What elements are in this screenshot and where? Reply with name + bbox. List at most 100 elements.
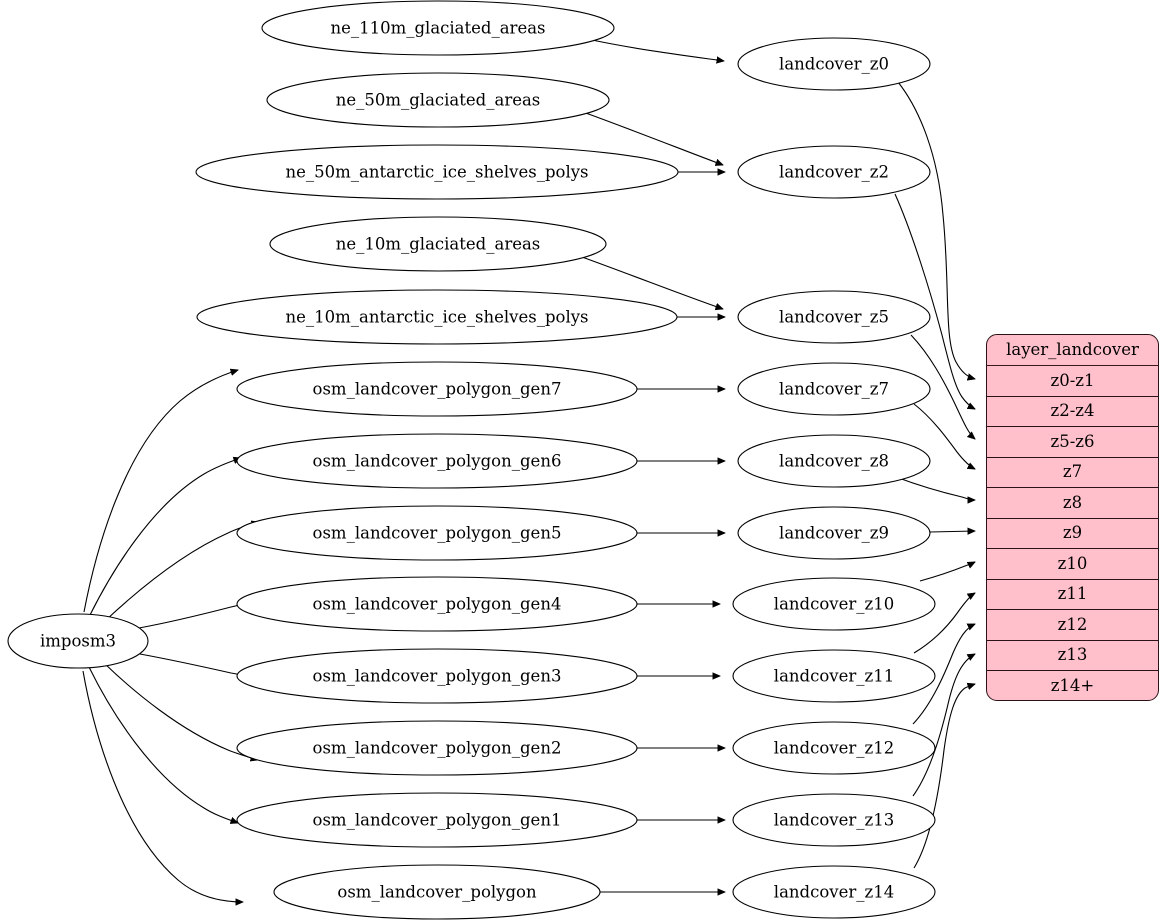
node-landcover-z12-label: landcover_z12 <box>774 739 894 758</box>
edge-ne50glac-z2 <box>582 111 723 165</box>
node-osm-landcover-polygon-gen7-shape[interactable] <box>236 361 638 417</box>
node-osm-landcover-polygon-gen5[interactable]: osm_landcover_polygon_gen5 <box>236 505 638 561</box>
node-landcover-z9[interactable]: landcover_z9 <box>737 506 931 560</box>
node-ne-10m-glaciated-areas-shape[interactable] <box>269 216 607 272</box>
edge-group-osm-landcover <box>600 389 725 892</box>
record-row-z2-z4[interactable]: z2-z4 <box>987 397 1158 427</box>
record-row-z0-z1[interactable]: z0-z1 <box>987 366 1158 397</box>
edge-imposm3-polygon <box>82 670 243 902</box>
record-row-z9[interactable]: z9 <box>987 519 1158 549</box>
node-ne-50m-glaciated-areas[interactable]: ne_50m_glaciated_areas <box>266 72 610 128</box>
node-landcover-z5-shape[interactable] <box>737 290 931 344</box>
node-osm-landcover-polygon-gen2-shape[interactable] <box>236 720 638 776</box>
node-imposm3-label: imposm3 <box>40 632 116 651</box>
node-ne-10m-antarctic-ice-shelves-polys-label: ne_10m_antarctic_ice_shelves_polys <box>285 308 588 327</box>
node-landcover-z13-label: landcover_z13 <box>774 811 894 830</box>
node-ne-50m-glaciated-areas-label: ne_50m_glaciated_areas <box>336 91 541 110</box>
node-osm-landcover-polygon-gen5-shape[interactable] <box>236 505 638 561</box>
node-landcover-z7[interactable]: landcover_z7 <box>737 362 931 416</box>
node-landcover-z12-shape[interactable] <box>732 721 936 775</box>
node-landcover-z9-shape[interactable] <box>737 506 931 560</box>
node-ne-50m-antarctic-ice-shelves-polys-label: ne_50m_antarctic_ice_shelves_polys <box>285 163 588 182</box>
edge-z9-row-z9 <box>929 531 975 532</box>
record-row-z11[interactable]: z11 <box>987 580 1158 610</box>
node-imposm3-shape[interactable] <box>7 613 149 669</box>
node-osm-landcover-polygon[interactable]: osm_landcover_polygon <box>273 864 601 920</box>
node-landcover-z13[interactable]: landcover_z13 <box>732 793 936 847</box>
node-osm-landcover-polygon-gen6-label: osm_landcover_polygon_gen6 <box>313 452 562 471</box>
node-landcover-z10-label: landcover_z10 <box>774 595 894 614</box>
node-osm-landcover-polygon-gen3[interactable]: osm_landcover_polygon_gen3 <box>236 648 638 704</box>
edge-z5-row-z5z6 <box>910 334 975 439</box>
node-landcover-z0-label: landcover_z0 <box>779 55 889 74</box>
node-landcover-z2[interactable]: landcover_z2 <box>737 145 931 199</box>
node-landcover-z12[interactable]: landcover_z12 <box>732 721 936 775</box>
record-row-z7[interactable]: z7 <box>987 458 1158 488</box>
node-ne-10m-glaciated-areas[interactable]: ne_10m_glaciated_areas <box>269 216 607 272</box>
node-landcover-z9-label: landcover_z9 <box>779 524 889 543</box>
layer-landcover-record[interactable]: layer_landcover z0-z1 z2-z4 z5-z6 z7 z8 … <box>986 334 1159 701</box>
node-osm-landcover-polygon-gen3-label: osm_landcover_polygon_gen3 <box>313 667 562 686</box>
node-osm-landcover-polygon-gen1-shape[interactable] <box>236 792 638 848</box>
node-osm-landcover-polygon-gen4-shape[interactable] <box>236 576 638 632</box>
node-ne-10m-antarctic-ice-shelves-polys-shape[interactable] <box>196 289 678 345</box>
node-landcover-z7-shape[interactable] <box>737 362 931 416</box>
node-landcover-z14[interactable]: landcover_z14 <box>732 865 936 919</box>
record-row-z13[interactable]: z13 <box>987 641 1158 671</box>
node-osm-landcover-polygon-label: osm_landcover_polygon <box>337 883 537 902</box>
record-header: layer_landcover <box>987 335 1158 366</box>
edge-z13-row-z13 <box>912 654 975 797</box>
node-landcover-z5[interactable]: landcover_z5 <box>737 290 931 344</box>
node-ne-10m-antarctic-ice-shelves-polys[interactable]: ne_10m_antarctic_ice_shelves_polys <box>196 289 678 345</box>
node-landcover-z13-shape[interactable] <box>732 793 936 847</box>
node-landcover-z11-shape[interactable] <box>732 649 936 703</box>
node-osm-landcover-polygon-gen7[interactable]: osm_landcover_polygon_gen7 <box>236 361 638 417</box>
record-row-z14-plus[interactable]: z14+ <box>1050 676 1095 695</box>
record-row-z5-z6[interactable]: z5-z6 <box>987 427 1158 458</box>
record-row-z8[interactable]: z8 <box>987 488 1158 519</box>
edge-imposm3-gen1 <box>88 666 238 823</box>
edge-group-landcover-record <box>894 81 975 869</box>
node-osm-landcover-polygon-gen4-label: osm_landcover_polygon_gen4 <box>313 595 562 614</box>
node-ne-110m-glaciated-areas-shape[interactable] <box>261 0 615 56</box>
node-osm-landcover-polygon-gen2[interactable]: osm_landcover_polygon_gen2 <box>236 720 638 776</box>
record-row-z10[interactable]: z10 <box>987 549 1158 580</box>
node-ne-50m-glaciated-areas-shape[interactable] <box>266 72 610 128</box>
node-osm-landcover-polygon-gen1[interactable]: osm_landcover_polygon_gen1 <box>236 792 638 848</box>
node-osm-landcover-polygon-gen6-shape[interactable] <box>236 433 638 489</box>
node-landcover-z11-label: landcover_z11 <box>774 667 894 686</box>
edge-z8-row-z8 <box>895 476 975 500</box>
node-osm-landcover-polygon-gen7-label: osm_landcover_polygon_gen7 <box>313 380 562 399</box>
node-osm-landcover-polygon-gen3-shape[interactable] <box>236 648 638 704</box>
node-osm-landcover-polygon-gen4[interactable]: osm_landcover_polygon_gen4 <box>236 576 638 632</box>
node-landcover-z0-shape[interactable] <box>737 37 931 91</box>
node-landcover-z7-label: landcover_z7 <box>779 380 889 399</box>
edge-z10-row-z10 <box>919 561 975 582</box>
edge-group-natural-earth <box>581 39 725 317</box>
edge-z11-row-z11 <box>913 593 975 654</box>
node-landcover-z14-label: landcover_z14 <box>774 883 894 902</box>
node-ne-50m-antarctic-ice-shelves-polys[interactable]: ne_50m_antarctic_ice_shelves_polys <box>195 144 679 200</box>
node-osm-landcover-polygon-shape[interactable] <box>273 864 601 920</box>
node-landcover-z14-shape[interactable] <box>732 865 936 919</box>
node-landcover-z8-shape[interactable] <box>737 434 931 488</box>
node-landcover-z11[interactable]: landcover_z11 <box>732 649 936 703</box>
edge-ne110-z0 <box>591 39 724 61</box>
node-landcover-z8-label: landcover_z8 <box>779 452 889 471</box>
node-landcover-z10[interactable]: landcover_z10 <box>732 577 936 631</box>
edge-z7-row-z7 <box>913 403 975 470</box>
node-ne-110m-glaciated-areas[interactable]: ne_110m_glaciated_areas <box>261 0 615 56</box>
node-landcover-z2-label: landcover_z2 <box>779 163 889 182</box>
node-landcover-z8[interactable]: landcover_z8 <box>737 434 931 488</box>
node-landcover-z0[interactable]: landcover_z0 <box>737 37 931 91</box>
record-row-z12[interactable]: z12 <box>987 610 1158 641</box>
node-landcover-z5-label: landcover_z5 <box>779 308 889 327</box>
node-ne-50m-antarctic-ice-shelves-polys-shape[interactable] <box>195 144 679 200</box>
node-landcover-z2-shape[interactable] <box>737 145 931 199</box>
node-imposm3[interactable]: imposm3 <box>7 613 149 669</box>
node-osm-landcover-polygon-gen6[interactable]: osm_landcover_polygon_gen6 <box>236 433 638 489</box>
node-osm-landcover-polygon-gen1-label: osm_landcover_polygon_gen1 <box>313 811 562 830</box>
node-landcover-z10-shape[interactable] <box>732 577 936 631</box>
